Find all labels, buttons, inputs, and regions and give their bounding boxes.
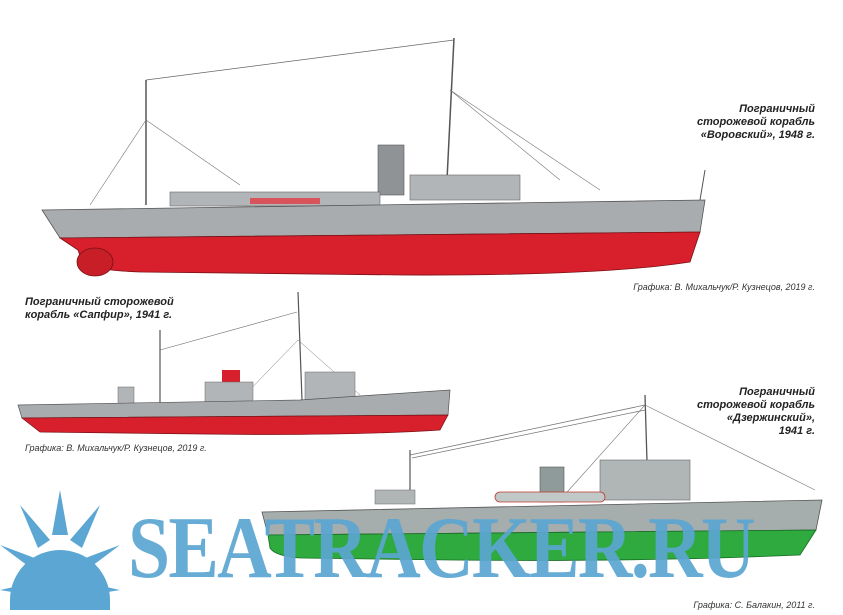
- ship-dzerzhinsky: [261, 394, 823, 561]
- ship-sapfir: [17, 291, 451, 435]
- ship-vorovsky: [41, 37, 706, 277]
- ship-title-vorovsky: Пограничный сторожевой корабль «Воровски…: [697, 103, 815, 142]
- credit-vorovsky: Графика: В. Михальчук/Р. Кузнецов, 2019 …: [633, 282, 815, 292]
- title-line: сторожевой корабль: [696, 116, 815, 128]
- ship-title-sapfir: Пограничный сторожевой корабль «Сапфир»,…: [25, 296, 174, 322]
- title-line: Пограничный: [739, 386, 815, 398]
- credit-sapfir: Графика: В. Михальчук/Р. Кузнецов, 2019 …: [25, 443, 207, 453]
- credit-dzerzhinsky: Графика: С. Балакин, 2011 г.: [693, 600, 815, 610]
- sun-icon: [0, 490, 120, 610]
- title-line: «Воровский», 1948 г.: [700, 129, 815, 141]
- title-line: «Дзержинский»,: [726, 412, 815, 424]
- title-line: Пограничный сторожевой: [25, 296, 174, 308]
- ship-title-dzerzhinsky: Пограничный сторожевой корабль «Дзержинс…: [697, 386, 815, 438]
- title-line: Пограничный: [739, 103, 815, 115]
- title-line: 1941 г.: [778, 425, 815, 437]
- title-line: корабль «Сапфир», 1941 г.: [25, 309, 173, 321]
- watermark-text: SEATRACKER.RU: [128, 500, 756, 597]
- title-line: сторожевой корабль: [696, 399, 815, 411]
